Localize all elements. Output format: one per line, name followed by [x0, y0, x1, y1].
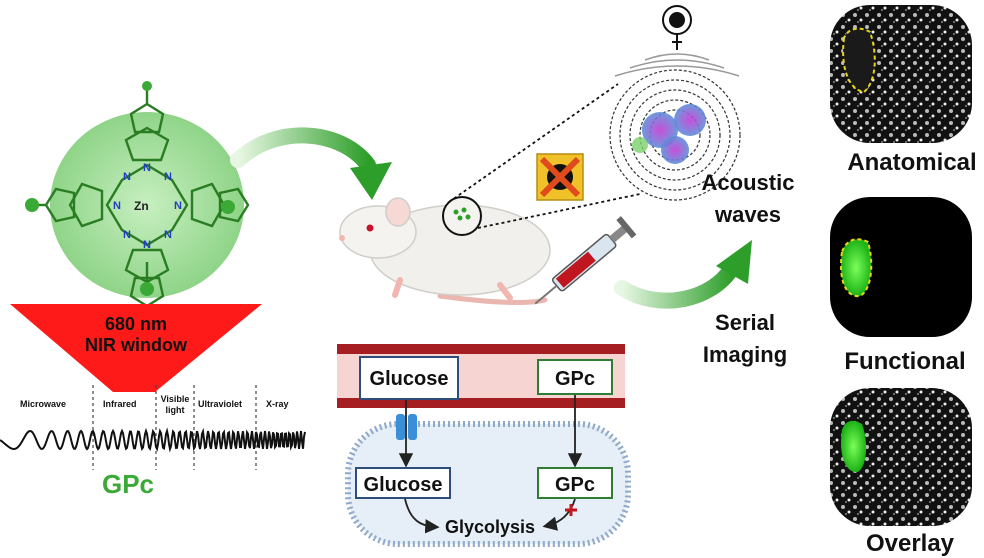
anatomical-label: Anatomical — [847, 149, 976, 176]
acoustic-label-line1: Acoustic — [702, 170, 795, 195]
cell-gpc-box: GPc — [537, 467, 613, 499]
nir-wavelength: 680 nm — [105, 314, 167, 334]
atom-n: N — [143, 162, 151, 174]
atom-n: N — [164, 171, 172, 183]
atom-n: N — [143, 239, 151, 251]
atom-n: N — [123, 229, 131, 241]
tumor-site-marker — [442, 196, 482, 236]
band-microwave: Microwave — [20, 399, 66, 409]
atom-zn: Zn — [134, 199, 149, 213]
glucose-transporter — [396, 414, 417, 440]
overlay-label: Overlay — [866, 530, 955, 557]
atom-n: N — [164, 229, 172, 241]
band-visible-line2: light — [166, 405, 185, 415]
atom-n: N — [123, 171, 131, 183]
em-spectrum: Microwave Infrared Visible light Ultravi… — [0, 385, 306, 499]
atom-n: N — [174, 200, 182, 212]
vessel-gpc-label: GPc — [555, 368, 595, 390]
inhibition-mark — [565, 504, 577, 516]
band-ultraviolet: Ultraviolet — [198, 399, 242, 409]
syringe — [534, 216, 637, 305]
band-infrared: Infrared — [103, 399, 137, 409]
atom-n: N — [113, 200, 121, 212]
nir-window-label: NIR window — [85, 335, 188, 355]
vessel-glucose-label: Glucose — [370, 368, 449, 390]
vessel-gpc-box: GPc — [537, 359, 613, 395]
acoustic-label-line2: waves — [714, 202, 781, 227]
cell-gpc-label: GPc — [555, 474, 595, 496]
acoustic-wave-source — [609, 69, 741, 201]
functional-label: Functional — [844, 348, 965, 375]
probe-name: GPc — [102, 469, 154, 499]
nir-window-funnel: 680 nm NIR window — [10, 304, 262, 392]
serial-label-line1: Serial — [715, 310, 775, 335]
vessel-glucose-box: Glucose — [359, 356, 459, 400]
ultrasound-transducer — [614, 5, 740, 77]
mouse — [339, 83, 641, 306]
cell — [345, 421, 631, 547]
imaging-arrow — [614, 240, 752, 309]
overlay-image — [830, 388, 972, 526]
glycolysis-label: Glycolysis — [445, 517, 535, 537]
cell-glucose-label: Glucose — [364, 474, 443, 496]
functional-image — [830, 197, 972, 337]
cell-glucose-box: Glucose — [355, 467, 451, 499]
serial-label-line2: Imaging — [703, 342, 787, 367]
anatomical-image — [830, 5, 972, 143]
pathway-arrows — [398, 395, 583, 534]
em-wave — [0, 427, 306, 453]
phthalocyanine-molecule: N N N N N N N N Zn — [25, 81, 250, 308]
injection-arrow — [230, 127, 392, 200]
band-xray: X-ray — [266, 399, 289, 409]
no-radiation-icon — [536, 153, 584, 201]
band-visible-line1: Visible — [161, 394, 190, 404]
